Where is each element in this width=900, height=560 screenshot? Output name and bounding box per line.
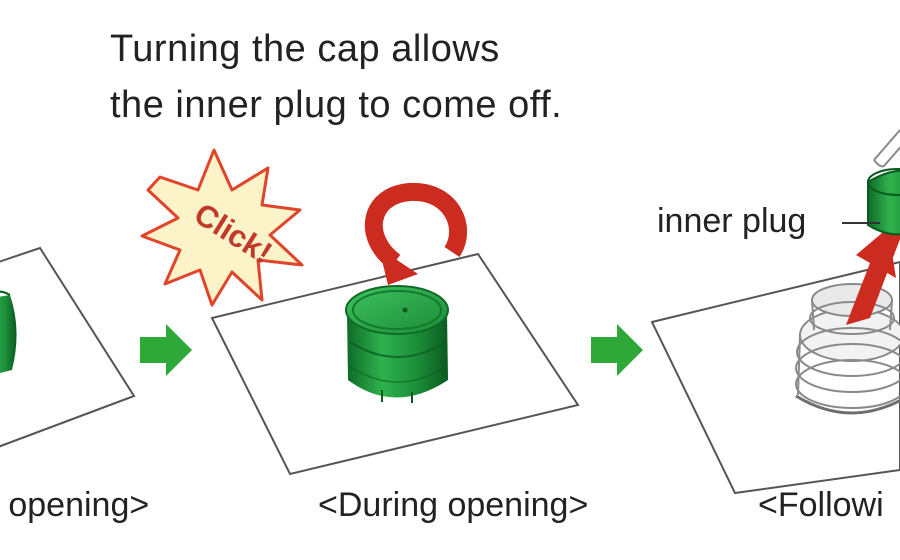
stage-3-following-opening [650,129,900,495]
inner-plug-label: inner plug [657,202,807,240]
stage-2-green-cap [345,285,449,403]
stage-1-sheet [0,246,136,448]
stage-3-caption: <Followi [758,486,884,524]
rotation-arrow-icon [364,183,468,285]
stage-1-green-cap [0,290,17,373]
stage-1-caption: o opening> [0,486,150,524]
stage-1-before-opening [0,246,136,448]
click-burst: Click! [140,148,304,307]
inner-plug [867,168,900,236]
heading-line-1: Turning the cap allows [110,28,500,70]
removed-cap-piece [873,129,900,168]
stage-2-during-opening: Click! [140,148,580,476]
heading-line-2: the inner plug to come off. [110,84,563,126]
stage-arrow-1 [140,324,192,376]
stage-2-caption: <During opening> [318,486,589,524]
removal-arrow-icon [846,227,900,325]
stage-arrow-2 [591,324,643,376]
